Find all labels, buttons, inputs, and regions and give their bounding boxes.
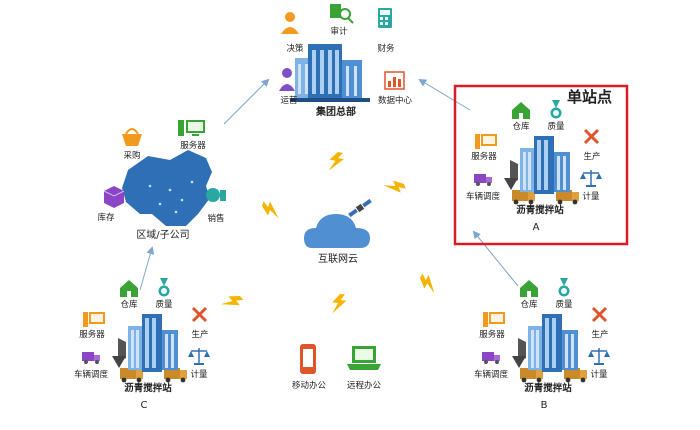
mixing-station-building [512, 314, 587, 383]
module-label-data-center: 数据中心 [377, 96, 413, 106]
station-label-warehouse: 仓库 [520, 300, 538, 310]
station-c [82, 278, 210, 383]
lightning-bolt [327, 150, 345, 173]
station-label-server: 服务器 [479, 330, 505, 340]
single-station-label: 单站点 [567, 88, 613, 106]
dispatch-truck-icon [482, 352, 500, 364]
arrow-a-to-hq [418, 78, 471, 111]
module-label-sales: 销售 [207, 214, 225, 224]
station-label-server: 服务器 [79, 330, 105, 340]
internet-cloud-icon [304, 214, 370, 248]
station-a [474, 100, 602, 205]
metering-scale-icon [188, 348, 210, 365]
mixing-station-building [504, 136, 579, 205]
station-b [482, 278, 610, 383]
arrow-regional-to-hq [223, 78, 270, 125]
metering-scale-icon [588, 348, 610, 365]
module-label-finance: 财务 [377, 44, 395, 54]
mixing-station-building [112, 314, 187, 383]
station-label-production: 生产 [191, 330, 209, 340]
station-label-warehouse: 仓库 [512, 122, 530, 132]
production-tools-icon [591, 306, 608, 323]
station-id-label: A [532, 222, 540, 233]
lightning-bolt [331, 293, 347, 315]
laptop-icon [347, 346, 381, 370]
module-label-operations: 运营 [280, 96, 298, 106]
station-id-label: B [540, 400, 548, 411]
lightning-bolt [382, 177, 407, 198]
sales-coin-icon [206, 188, 226, 202]
production-tools-icon [191, 306, 208, 323]
audit-search-icon [330, 4, 354, 24]
arrow-c-to-regional [139, 246, 155, 291]
connection-arrows [139, 78, 519, 291]
dispatch-truck-icon [474, 174, 492, 186]
warehouse-house-icon [512, 102, 530, 119]
module-label-server: 服务器 [180, 141, 206, 151]
lightning-bolt [416, 271, 441, 295]
dispatch-truck-icon [82, 352, 100, 364]
station-label-dispatch: 车辆调度 [73, 370, 109, 380]
remote-label-mobile: 移动办公 [291, 381, 327, 391]
station-label-quality: 质量 [155, 300, 173, 310]
hq-building [290, 44, 370, 102]
station-label-dispatch: 车辆调度 [473, 370, 509, 380]
station-label-dispatch: 车辆调度 [465, 192, 501, 202]
station-label-quality: 质量 [555, 300, 573, 310]
station-label-metering: 计量 [190, 370, 208, 380]
calculator-icon [378, 8, 392, 28]
server-monitor-icon [178, 120, 205, 136]
arrow-b-to-a [472, 230, 519, 287]
china-map-icon [122, 150, 212, 226]
quality-medal-icon [158, 278, 170, 297]
module-label-inventory: 库存 [97, 213, 115, 223]
station-label-server: 服务器 [471, 152, 497, 162]
station-label-metering: 计量 [582, 192, 600, 202]
data-center-chart-icon [384, 71, 405, 90]
server-icon [475, 134, 497, 149]
lightning-bolt [220, 290, 245, 315]
production-tools-icon [583, 128, 600, 145]
module-label-audit: 审计 [330, 27, 348, 37]
station-title: 沥青搅拌站 [516, 205, 564, 216]
basket-icon [122, 128, 142, 146]
station-label-metering: 计量 [590, 370, 608, 380]
station-title: 沥青搅拌站 [124, 383, 172, 394]
remote-label-remote-office: 远程办公 [346, 381, 382, 391]
single-station-highlight [453, 84, 629, 246]
warehouse-house-icon [520, 280, 538, 297]
station-id-label: C [140, 400, 148, 411]
quality-medal-icon [550, 100, 562, 119]
server-icon [83, 312, 105, 327]
person-icon [281, 12, 299, 34]
metering-scale-icon [580, 170, 602, 187]
satellite-icon [348, 198, 372, 218]
regional-title: 区域/子公司 [136, 230, 190, 241]
server-icon [483, 312, 505, 327]
station-label-production: 生产 [591, 330, 609, 340]
module-label-purchasing: 采购 [123, 151, 141, 161]
station-title: 沥青搅拌站 [524, 383, 572, 394]
hq-title: 集团总部 [316, 107, 356, 118]
station-label-warehouse: 仓库 [120, 300, 138, 310]
module-label-decision: 决策 [286, 44, 304, 54]
cloud-label: 互联网云 [318, 254, 358, 265]
station-label-quality: 质量 [547, 122, 565, 132]
lightning-bolt [259, 199, 284, 220]
mobile-phone-icon [300, 344, 316, 374]
operations-person-icon [279, 68, 295, 91]
inventory-box-icon [103, 186, 125, 208]
station-label-production: 生产 [583, 152, 601, 162]
quality-medal-icon [558, 278, 570, 297]
warehouse-house-icon [120, 280, 138, 297]
